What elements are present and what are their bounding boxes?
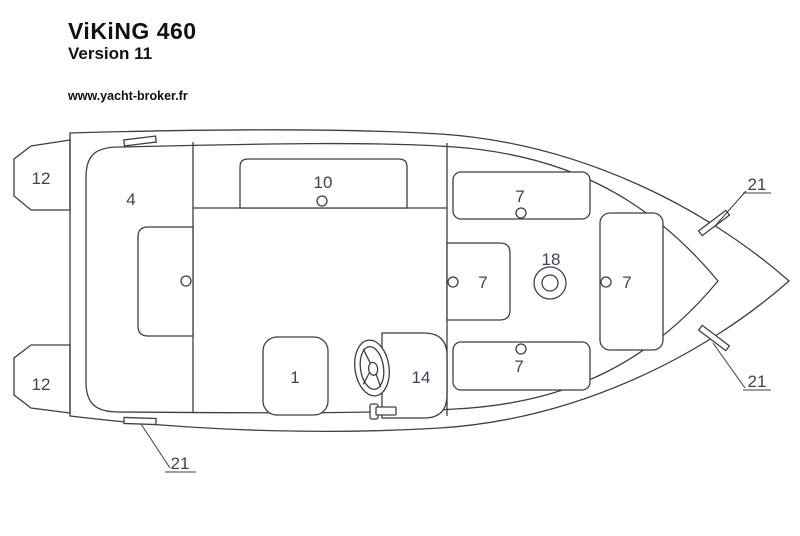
label-locker-side: 7 bbox=[622, 273, 631, 292]
locker-bottom-box bbox=[452, 341, 591, 391]
steering-console bbox=[381, 332, 448, 419]
label-platform-top: 12 bbox=[32, 169, 51, 188]
cabin-hatch-box bbox=[239, 158, 408, 209]
callout-leader-lines bbox=[140, 190, 771, 473]
label-bow-cabin: 4 bbox=[126, 190, 135, 209]
label-locker-bottom: 7 bbox=[514, 357, 523, 376]
label-cleat-bow-top: 21 bbox=[748, 175, 767, 194]
label-console: 14 bbox=[412, 368, 431, 387]
locker-side-box bbox=[599, 212, 664, 351]
locker-mid-box bbox=[446, 242, 511, 321]
cleat-bow-bottom bbox=[697, 324, 731, 352]
label-filler-cap: 18 bbox=[542, 250, 561, 269]
berth-latch-circle bbox=[180, 275, 192, 287]
locker-top-latch-circle bbox=[515, 207, 527, 219]
version-subtitle: Version 11 bbox=[68, 44, 153, 64]
cleat-stern-top bbox=[123, 135, 157, 147]
label-platform-bottom: 12 bbox=[32, 375, 51, 394]
gunwale-inner-edge bbox=[85, 142, 719, 414]
locker-side-latch-circle bbox=[600, 276, 612, 288]
label-cabin-hatch: 10 bbox=[314, 173, 333, 192]
throttle-lever bbox=[369, 403, 397, 420]
website-url: www.yacht-broker.fr bbox=[68, 88, 188, 103]
title-block: ViKiNG 460 Version 11 www.yacht-broker.f… bbox=[68, 18, 197, 103]
boat-model-title: ViKiNG 460 bbox=[68, 18, 197, 44]
cabin-berth bbox=[137, 226, 194, 337]
pilot-seat bbox=[262, 336, 329, 416]
hull-outline bbox=[69, 129, 790, 432]
hatch-latch-circle bbox=[316, 195, 328, 207]
steering-wheel-icon bbox=[354, 339, 390, 397]
locker-top-box bbox=[452, 171, 591, 220]
cleat-stern-bottom bbox=[123, 416, 157, 426]
label-cleat-stern: 21 bbox=[171, 454, 190, 473]
locker-mid-latch-circle bbox=[447, 276, 459, 288]
locker-bottom-latch-circle bbox=[515, 343, 527, 355]
label-locker-mid: 7 bbox=[478, 273, 487, 292]
label-locker-top: 7 bbox=[515, 187, 524, 206]
label-seat: 1 bbox=[290, 368, 299, 387]
filler-cap-inner-circle bbox=[541, 274, 559, 292]
label-cleat-bow-bottom: 21 bbox=[748, 372, 767, 391]
